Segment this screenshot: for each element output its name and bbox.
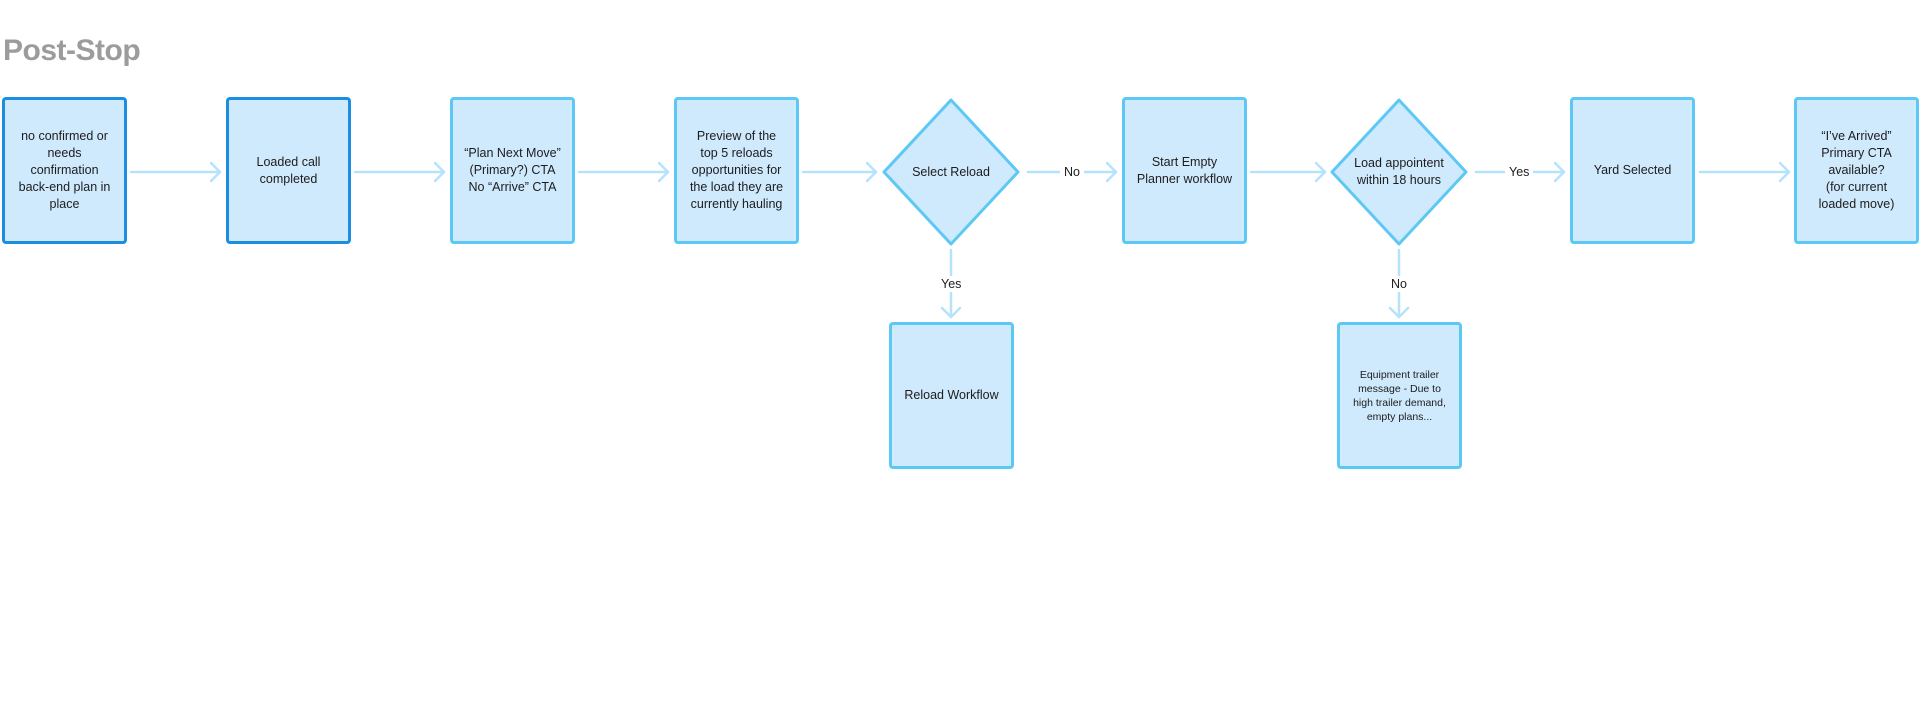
node-label: Start Empty Planner workflow <box>1136 154 1233 186</box>
node-label: Preview of the top 5 reloads opportuniti… <box>689 129 784 211</box>
node-label: no confirmed or needs confirmation back-… <box>18 129 111 211</box>
connector-4 <box>801 161 878 183</box>
node-yard-selected: Yard Selected <box>1570 97 1695 244</box>
connector-1 <box>129 161 222 183</box>
node-equipment-message: Equipment trailer message - Due to high … <box>1337 322 1462 469</box>
node-label: Reload Workflow <box>904 388 999 402</box>
edge-label-yes: Yes <box>1505 164 1534 180</box>
connector-3 <box>577 161 670 183</box>
node-load-appointment: Load appointent within 18 hours <box>1329 97 1469 247</box>
edge-label-no: No <box>1060 164 1084 180</box>
node-plan-next-move: “Plan Next Move” (Primary?) CTA No “Arri… <box>450 97 575 244</box>
node-select-reload: Select Reload <box>881 97 1021 247</box>
node-label: Yard Selected <box>1593 163 1672 177</box>
edge-label-no: No <box>1387 276 1411 292</box>
decision-diamond <box>882 98 1020 246</box>
node-label: Equipment trailer message - Due to high … <box>1353 368 1446 423</box>
node-label: “Plan Next Move” (Primary?) CTA No “Arri… <box>464 146 561 194</box>
node-label: “I’ve Arrived” Primary CTA available? (f… <box>1818 129 1895 211</box>
node-preview-reloads: Preview of the top 5 reloads opportuniti… <box>674 97 799 244</box>
node-reload-workflow: Reload Workflow <box>889 322 1014 469</box>
connector-2 <box>353 161 446 183</box>
node-loaded-call: Loaded call completed <box>226 97 351 244</box>
connector-8 <box>1698 161 1791 183</box>
node-start-empty: Start Empty Planner workflow <box>1122 97 1247 244</box>
node-plan-state: no confirmed or needs confirmation back-… <box>2 97 127 244</box>
decision-diamond <box>1330 98 1468 246</box>
node-label: Loaded call completed <box>256 154 321 186</box>
connector-6 <box>1249 161 1327 183</box>
node-label: Load appointent within 18 hours <box>1354 156 1444 187</box>
node-label: Select Reload <box>912 164 990 179</box>
page-title: Post-Stop <box>3 34 141 67</box>
edge-label-yes: Yes <box>937 276 966 292</box>
node-arrived-cta: “I’ve Arrived” Primary CTA available? (f… <box>1794 97 1919 244</box>
